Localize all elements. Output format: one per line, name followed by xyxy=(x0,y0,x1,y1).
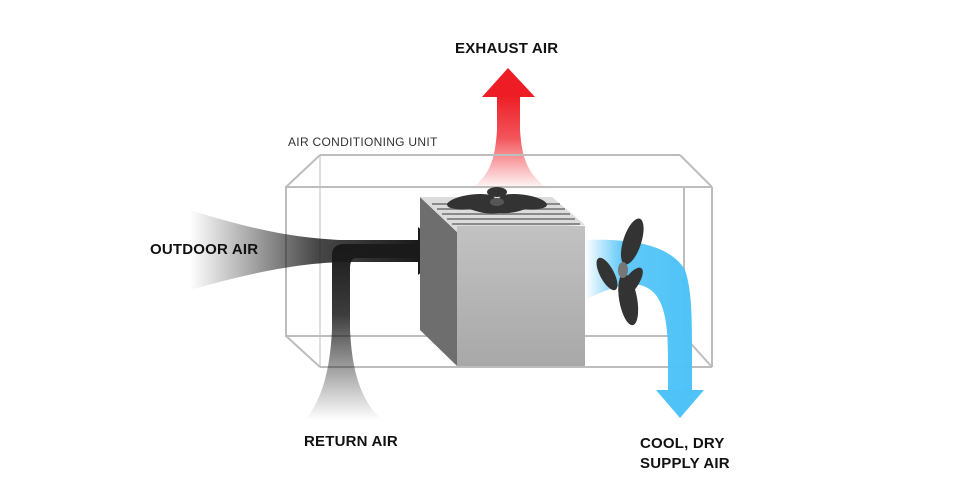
outdoor-air-label: OUTDOOR AIR xyxy=(150,241,259,258)
supply-air-label: COOL, DRY SUPPLY AIR xyxy=(640,434,730,474)
unit-label: AIR CONDITIONING UNIT xyxy=(288,135,438,149)
supply-air-label-line2: SUPPLY AIR xyxy=(640,455,730,472)
ac-box xyxy=(420,197,585,366)
exhaust-air-label: EXHAUST AIR xyxy=(455,40,559,57)
exhaust-air-flow xyxy=(470,68,550,190)
fan-icon xyxy=(447,187,547,214)
return-air-label: RETURN AIR xyxy=(304,433,398,450)
supply-air-label-line1: COOL, DRY xyxy=(640,435,725,452)
fan-icon xyxy=(596,218,644,326)
return-air-flow xyxy=(305,244,420,420)
